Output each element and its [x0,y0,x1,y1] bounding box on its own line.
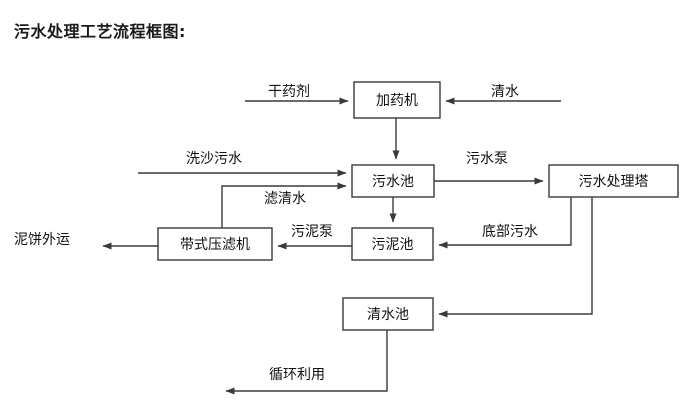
edge-label-sewage-pump-to-tower: 污水泵 [466,151,508,167]
node-label-clear_pool: 清水池 [367,307,409,323]
node-dosing[interactable]: 加药机 [353,81,441,119]
node-filter_press[interactable]: 带式压滤机 [157,227,273,261]
edge-tower-to-clear-pool [438,197,593,318]
edge-label-dry-chemical-to-dosing: 干药剂 [268,84,310,100]
node-box-sewage_pool [351,164,435,198]
node-box-dosing [353,81,441,119]
node-label-tower: 污水处理塔 [579,174,649,190]
node-box-sludge_pool [351,227,434,261]
edge-label-sludge-pump-to-press: 污泥泵 [291,224,333,240]
page-title: 污水处理工艺流程框图: [14,22,186,41]
node-label-dosing: 加药机 [376,93,418,109]
node-tower[interactable]: 污水处理塔 [548,164,679,198]
edge-label-clear-pool-recycle: 循环利用 [269,367,325,383]
node-box-clear_pool [342,297,434,331]
edge-label-mud-cake-out: 泥饼外运 [14,232,70,248]
node-label-filter_press: 带式压滤机 [180,237,250,253]
edge-bottom-sewage-to-sludge-pool [438,197,572,249]
edge-label-filtrate-to-sewage-pool: 滤清水 [264,191,306,207]
node-label-sewage_pool: 污水池 [372,174,414,190]
edge-clear-pool-recycle [225,330,388,395]
node-box-tower [548,164,679,198]
edge-label-bottom-sewage-to-sludge-pool: 底部污水 [482,224,538,240]
node-sewage_pool[interactable]: 污水池 [351,164,435,198]
node-label-sludge_pool: 污泥池 [372,237,414,253]
node-sludge_pool[interactable]: 污泥池 [351,227,434,261]
edge-label-sand-wash-to-sewage-pool: 洗沙污水 [186,151,242,167]
edge-filtrate-to-sewage-pool [221,182,347,228]
node-clear_pool[interactable]: 清水池 [342,297,434,331]
node-box-filter_press [157,227,273,261]
edge-label-clean-water-to-dosing: 清水 [491,84,519,100]
